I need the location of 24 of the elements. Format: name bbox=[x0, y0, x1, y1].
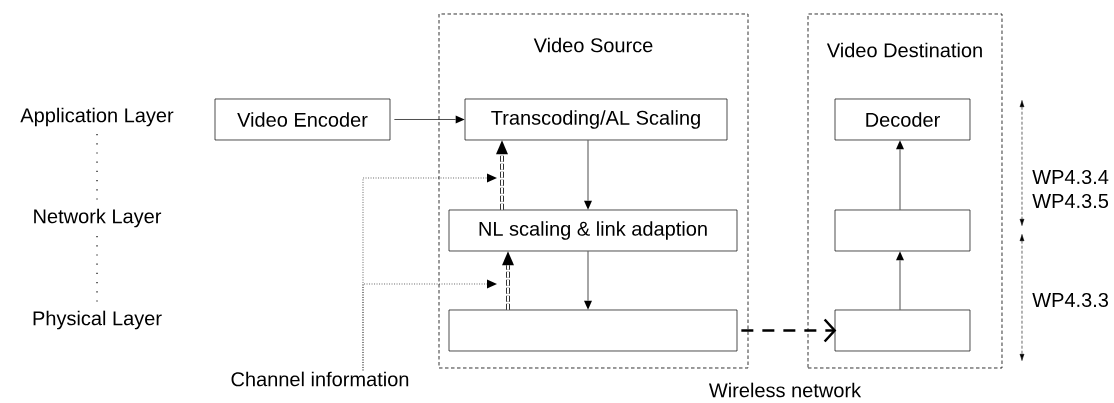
text-label: Application Layer bbox=[20, 107, 174, 127]
text-label: Network Layer bbox=[34, 208, 162, 228]
text-label: Physical Layer bbox=[33, 310, 162, 330]
text-label: WP4.3.5 bbox=[1032, 193, 1109, 209]
text-label: WP4.3.3 bbox=[1032, 292, 1108, 308]
arrow bbox=[896, 251, 904, 310]
arrow bbox=[394, 115, 465, 124]
edge-label: Wireless network bbox=[707, 381, 863, 399]
arrow bbox=[741, 318, 837, 343]
arrow bbox=[584, 140, 592, 210]
process-box bbox=[834, 309, 971, 352]
annotation-text: Channel information bbox=[231, 371, 409, 387]
process-box bbox=[448, 309, 738, 352]
process-box: Video Encoder bbox=[214, 98, 391, 141]
process-box: NL scaling & link adaption bbox=[448, 209, 738, 252]
process-box: Transcoding/AL Scaling bbox=[464, 98, 728, 141]
arrow bbox=[896, 140, 904, 210]
arrow bbox=[496, 140, 508, 211]
text-label: WP4.3.4 bbox=[1032, 169, 1109, 185]
process-box: Decoder bbox=[834, 98, 971, 141]
arrow bbox=[584, 251, 592, 310]
process-box bbox=[834, 209, 971, 252]
leader-line bbox=[362, 279, 497, 371]
arrow bbox=[502, 251, 514, 311]
